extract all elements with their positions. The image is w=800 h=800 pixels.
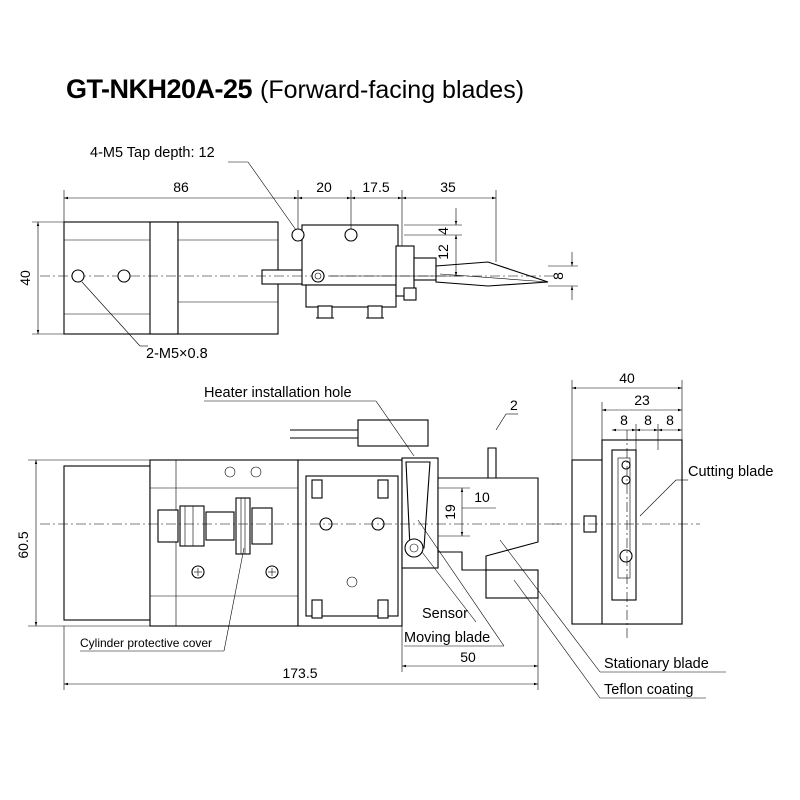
holder-base-top	[305, 284, 397, 308]
title-note: (Forward-facing blades)	[260, 76, 525, 104]
body-block-front	[149, 459, 299, 627]
drawing-title: GT-NKH20A-25(Forward-facing blades)	[66, 74, 524, 105]
dim-8-top: 8	[550, 272, 566, 280]
moving-blade-shape	[405, 461, 431, 549]
dim-40-top: 40	[17, 270, 33, 286]
moving-blade-label: Moving blade	[404, 630, 490, 646]
cutting-blade-label: Cutting blade	[688, 464, 773, 480]
side-dim-8b: 8	[644, 412, 652, 428]
cylinder-cover-label: Cylinder protective cover	[80, 636, 212, 650]
cylinder-end-cap-top	[149, 221, 179, 335]
dim-19: 19	[442, 504, 458, 520]
dim-35: 35	[440, 179, 456, 195]
side-dim-23: 23	[634, 392, 650, 408]
dim-2: 2	[510, 397, 518, 413]
heater-label: Heater installation hole	[204, 385, 352, 401]
sensor-label: Sensor	[422, 606, 468, 622]
dim-17-5: 17.5	[362, 179, 389, 195]
side-view: 40 23 8 8 8 Cutting blade	[552, 370, 773, 640]
dim-20: 20	[316, 179, 332, 195]
front-view: 19 10 2 60.5 173.5 50 Heater installatio…	[15, 385, 726, 699]
cutting-blade-side	[611, 449, 637, 601]
top-view: 86 20 17.5 35 4 12 8 40 4-M5 Tap depth: …	[17, 145, 578, 362]
side-dim-40: 40	[619, 370, 635, 386]
dim-60-5: 60.5	[15, 531, 31, 558]
pivot-block-top	[413, 257, 437, 281]
dim-173-5: 173.5	[282, 665, 317, 681]
teflon-label: Teflon coating	[604, 682, 693, 698]
slide-plate-front	[305, 475, 399, 617]
stop-plate	[487, 447, 497, 479]
body-block-top	[177, 221, 279, 335]
heater-block	[357, 419, 429, 447]
port-callout: 2-M5×0.8	[146, 346, 208, 362]
mount-bolts-top	[316, 287, 417, 319]
cylinder-body-front	[63, 465, 151, 621]
rod-fittings-front	[157, 497, 273, 555]
side-dim-8a: 8	[620, 412, 628, 428]
dim-50: 50	[460, 649, 476, 665]
blades-top	[435, 261, 549, 287]
side-dim-8c: 8	[666, 412, 674, 428]
sensor-front	[404, 538, 424, 558]
dim-86: 86	[173, 179, 189, 195]
small-screws-front	[191, 466, 279, 579]
dim-12-top: 12	[435, 244, 451, 260]
tap-callout: 4-M5 Tap depth: 12	[90, 145, 215, 161]
model-number: GT-NKH20A-25	[66, 74, 253, 104]
stationary-blade-label: Stationary blade	[604, 656, 709, 672]
dim-10: 10	[474, 489, 490, 505]
tap-holes	[291, 228, 358, 283]
dim-4: 4	[435, 227, 451, 235]
teflon-block-front	[485, 569, 539, 599]
m5-ports	[71, 269, 131, 283]
